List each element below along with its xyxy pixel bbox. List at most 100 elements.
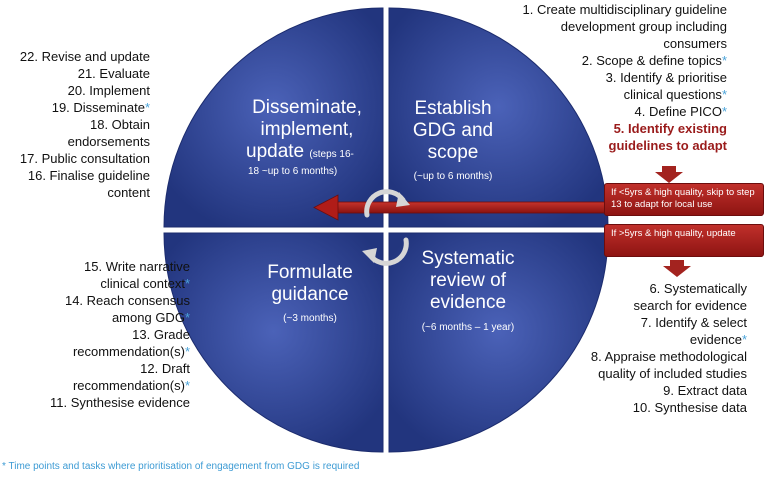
title-line: GDG and (412, 120, 494, 141)
step-text: recommendation(s) (72, 344, 185, 359)
step-line: 16. Finalise guideline (20, 167, 150, 184)
title-line: guidance (271, 284, 349, 305)
step-text: guidelines to adapt (608, 138, 727, 153)
step-text: 9. Extract data (663, 383, 747, 398)
asterisk-marker: * (144, 100, 150, 115)
step-text: 21. Evaluate (77, 66, 150, 81)
asterisk-marker: * (184, 378, 190, 393)
step-line: content (20, 184, 150, 201)
decision-box-recent: If <5yrs & high quality, skip to step 13… (604, 183, 764, 216)
asterisk-marker: * (721, 87, 727, 102)
step-line: 15. Write narrative (50, 258, 190, 275)
step-text: 10. Synthesise data (632, 400, 747, 415)
step-text: consumers (663, 36, 727, 51)
step-line: 12. Draft (50, 360, 190, 377)
title-line: update (246, 141, 305, 162)
title-line: Disseminate, (252, 97, 362, 118)
step-line: consumers (523, 35, 727, 52)
step-line: 10. Synthesise data (591, 399, 747, 416)
step-line: 11. Synthesise evidence (50, 394, 190, 411)
step-text: 3. Identify & prioritise (605, 70, 727, 85)
step-line: 14. Reach consensus (50, 292, 190, 309)
step-line: endorsements (20, 133, 150, 150)
step-line: 9. Extract data (591, 382, 747, 399)
step-line: 22. Revise and update (20, 48, 150, 65)
step-line: recommendation(s)* (50, 377, 190, 394)
quadrant-title-systematic: Systematic review of evidence (~6 months… (398, 248, 538, 339)
step-line: 21. Evaluate (20, 65, 150, 82)
step-text: 16. Finalise guideline (27, 168, 150, 183)
step-text: content (107, 185, 150, 200)
title-line: Systematic (421, 248, 515, 269)
title-line: implement, (260, 119, 354, 140)
step-text: 8. Appraise methodological (590, 349, 747, 364)
step-line: 6. Systematically (591, 280, 747, 297)
quadrant-title-formulate: Formulate guidance (~3 months) (245, 262, 375, 330)
step-text: evidence (689, 332, 742, 347)
step-text: 22. Revise and update (19, 49, 150, 64)
asterisk-marker: * (721, 53, 727, 68)
step-text: clinical context (100, 276, 185, 291)
step-line: guidelines to adapt (523, 137, 727, 154)
step-line: clinical questions* (523, 86, 727, 103)
quadrant-title-disseminate: Disseminate, implement, (232, 97, 382, 141)
step-line: 19. Disseminate* (20, 99, 150, 116)
step-line: 18. Obtain (20, 116, 150, 133)
step-line: search for evidence (591, 297, 747, 314)
step-text: 17. Public consultation (19, 151, 150, 166)
step-text: endorsements (67, 134, 150, 149)
step-line: development group including (523, 18, 727, 35)
step-line: 7. Identify & select (591, 314, 747, 331)
decision-box-old: If >5yrs & high quality, update (604, 224, 764, 257)
step-text: 2. Scope & define topics (581, 53, 722, 68)
asterisk-marker: * (741, 332, 747, 347)
step-text: 11. Synthesise evidence (50, 395, 190, 410)
step-line: 20. Implement (20, 82, 150, 99)
asterisk-marker: * (184, 276, 190, 291)
quadrant-subtitle: (~up to 6 months) (413, 171, 493, 182)
quadrant-subtitle: (~3 months) (283, 313, 337, 324)
step-line: clinical context* (50, 275, 190, 292)
quadrant-formulate (163, 232, 384, 453)
steps-establish-list: 1. Create multidisciplinary guideline dev… (523, 1, 728, 154)
quadrant-subtitle: (steps 16- (309, 149, 354, 160)
step-text: 12. Draft (140, 361, 190, 376)
step-text: 18. Obtain (90, 117, 150, 132)
step-text: clinical questions (623, 87, 722, 102)
step-line: 8. Appraise methodological (591, 348, 747, 365)
title-line: Establish (414, 98, 492, 119)
step-line: 5. Identify existing (523, 120, 727, 137)
down-arrow-icon (655, 166, 683, 183)
step-text: development group including (560, 19, 727, 34)
step-line: 13. Grade (50, 326, 190, 343)
step-text: 14. Reach consensus (64, 293, 190, 308)
asterisk-marker: * (184, 310, 190, 325)
asterisk-marker: * (721, 104, 727, 119)
step-text: 1. Create multidisciplinary guideline (522, 2, 728, 17)
step-text: quality of included studies (598, 366, 747, 381)
title-line: evidence (429, 292, 507, 313)
quadrant-systematic (388, 232, 609, 453)
title-line: scope (427, 142, 479, 163)
step-line: 1. Create multidisciplinary guideline (523, 1, 728, 18)
step-text: 19. Disseminate (51, 100, 145, 115)
step-line: 17. Public consultation (20, 150, 150, 167)
cycle-arrows-icon (396, 192, 410, 207)
quadrant-subtitle: (~6 months – 1 year) (421, 322, 515, 333)
asterisk-marker: * (184, 344, 190, 359)
step-line: 3. Identify & prioritise (523, 69, 727, 86)
step-text: search for evidence (633, 298, 747, 313)
quadrant-title-establish: Establish GDG and scope (~up to 6 months… (398, 98, 508, 188)
step-text: recommendation(s) (72, 378, 185, 393)
step-line: evidence* (591, 331, 747, 348)
title-line: Formulate (267, 262, 353, 283)
footnote: * Time points and tasks where prioritisa… (2, 461, 360, 472)
step-text: 5. Identify existing (613, 121, 727, 136)
step-text: 15. Write narrative (84, 259, 190, 274)
step-line: 4. Define PICO* (523, 103, 728, 120)
step-text: 6. Systematically (649, 281, 747, 296)
